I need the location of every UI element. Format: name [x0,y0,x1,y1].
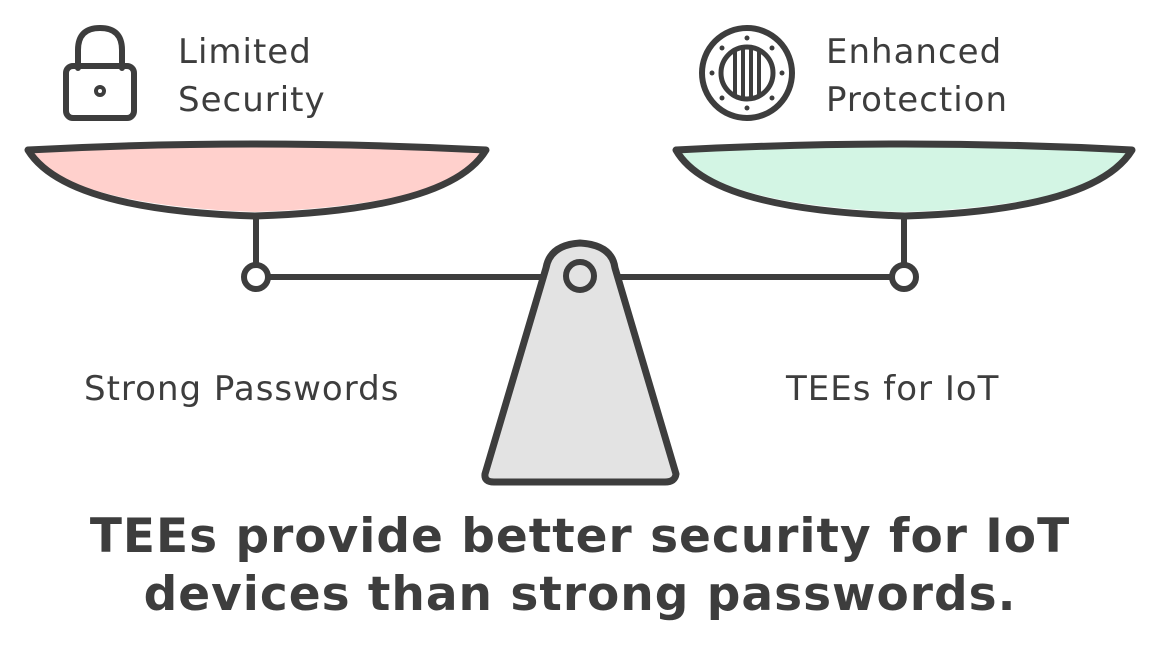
right-pan-title: Enhanced Protection [826,28,1008,124]
fulcrum-pivot [566,262,594,290]
porthole-icon [702,28,792,118]
right-option-label: TEEs for IoT [786,369,999,409]
lock-icon [66,28,134,118]
left-option-label: Strong Passwords [84,369,399,409]
right-title-line2: Protection [826,76,1008,124]
right-title-line1: Enhanced [826,28,1008,76]
left-pan-title: Limited Security [178,28,326,124]
conclusion-line2: devices than strong passwords. [0,566,1160,624]
conclusion-line1: TEEs provide better security for IoT [0,508,1160,566]
left-title-line2: Security [178,76,326,124]
left-beam-joint [244,265,268,289]
conclusion-text: TEEs provide better security for IoT dev… [0,508,1160,624]
left-title-line1: Limited [178,28,326,76]
left-pan [28,144,486,216]
right-pan [676,144,1132,216]
right-beam-joint [892,265,916,289]
